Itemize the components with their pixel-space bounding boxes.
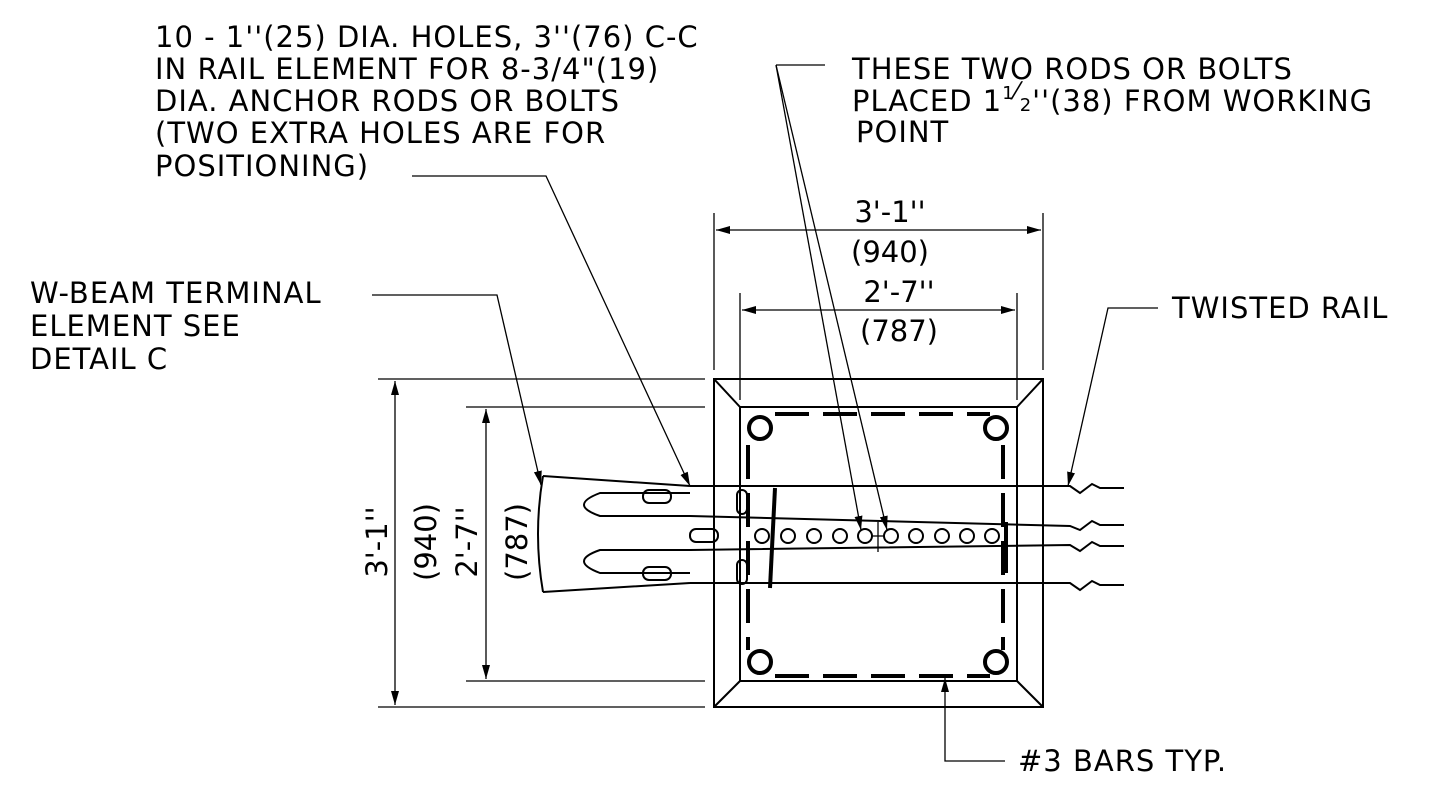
leader-line — [941, 678, 1005, 762]
callout-holes-line5: POSITIONING) — [155, 149, 369, 183]
callout-terminal: W-BEAM TERMINAL ELEMENT SEE DETAIL C — [30, 276, 542, 486]
terminal-upper-fold — [583, 492, 690, 517]
outer-edge — [713, 378, 1044, 708]
fraction-numerator: 1 — [1002, 83, 1014, 104]
callout-terminal-line3: DETAIL C — [30, 342, 168, 376]
plate-edge — [768, 487, 777, 589]
leader-line — [775, 64, 888, 531]
reinforcing-bars — [746, 412, 1009, 678]
callout-holes-line3: DIA. ANCHOR RODS OR BOLTS — [155, 84, 620, 118]
bar-hook — [747, 649, 773, 675]
callout-rods-suffix: ''(38) FROM WORKING — [1032, 84, 1373, 118]
callout-bars: #3 BARS TYP. — [941, 678, 1227, 778]
leader-line — [1067, 307, 1158, 487]
callout-rods-line3: POINT — [856, 115, 949, 149]
bar-hook — [983, 649, 1009, 675]
outer-height-label: 3'-1'' — [360, 506, 394, 577]
anchor-hole — [984, 528, 1000, 544]
inner-height-mm-label: (787) — [500, 503, 534, 581]
slot — [736, 559, 748, 585]
callout-rods-prefix: PLACED 1 — [852, 84, 1002, 118]
inner-edge — [739, 406, 1018, 682]
concrete-block — [713, 378, 1044, 708]
callout-holes-line4: (TWO EXTRA HOLES ARE FOR — [155, 116, 606, 150]
rails — [689, 482, 1124, 592]
outer-height-mm-label: (940) — [409, 503, 443, 581]
callout-holes: 10 - 1''(25) DIA. HOLES, 3''(76) C-C IN … — [155, 20, 699, 487]
slot — [642, 489, 672, 504]
leader-line — [775, 64, 863, 531]
terminal-lower-fold — [583, 549, 690, 574]
anchor-hole — [754, 528, 770, 544]
bar-hook — [747, 415, 773, 441]
outer-width-mm-label: (940) — [851, 235, 929, 269]
anchor-hole — [934, 528, 950, 544]
horizontal-dimensions: 3'-1'' (940) 2'-7'' (787) — [713, 195, 1044, 400]
outer-width-label: 3'-1'' — [854, 195, 925, 229]
slot — [642, 566, 672, 581]
rail-line — [690, 579, 1124, 592]
callout-rods-line2: PLACED 11⁄2''(38) FROM WORKING — [852, 77, 1373, 118]
chamfer-corner — [713, 680, 741, 708]
inner-height-label: 2'-7'' — [450, 506, 484, 577]
leader-line — [412, 175, 691, 487]
terminal-outline — [537, 475, 691, 593]
anchor-hole — [780, 528, 796, 544]
fraction-denominator: 2 — [1020, 95, 1032, 116]
w-beam-terminal — [537, 475, 748, 593]
anchor-hole — [857, 528, 873, 544]
anchor-hole — [806, 528, 822, 544]
rail-line — [689, 540, 1124, 553]
leader-line — [372, 294, 542, 486]
rail-line — [689, 515, 1124, 532]
inner-width-label: 2'-7'' — [863, 275, 934, 309]
rail-line — [690, 482, 1124, 495]
callout-rods-line1: THESE TWO RODS OR BOLTS — [851, 52, 1293, 86]
callout-holes-line2: IN RAIL ELEMENT FOR 8-3/4"(19) — [155, 52, 659, 86]
callout-terminal-line2: ELEMENT SEE — [30, 309, 241, 343]
callout-twisted-rail-label: TWISTED RAIL — [1171, 291, 1388, 325]
chamfer-corner — [713, 378, 741, 408]
slot — [736, 489, 748, 515]
callout-terminal-line1: W-BEAM TERMINAL — [30, 276, 322, 310]
chamfer-corner — [1016, 680, 1044, 708]
callout-holes-line1: 10 - 1''(25) DIA. HOLES, 3''(76) C-C — [155, 20, 699, 54]
anchor-hole — [832, 528, 848, 544]
anchor-holes — [754, 522, 1000, 552]
bar-hook — [983, 415, 1009, 441]
anchor-hole — [959, 528, 975, 544]
vertical-dimensions: 3'-1'' (940) 2'-7'' (787) — [360, 378, 705, 708]
chamfer-corner — [1016, 378, 1044, 408]
anchor-hole — [883, 528, 899, 544]
callout-twisted-rail: TWISTED RAIL — [1067, 291, 1388, 487]
anchor-hole — [908, 528, 924, 544]
callout-bars-label: #3 BARS TYP. — [1018, 744, 1227, 778]
slot — [689, 528, 719, 543]
callout-rods: THESE TWO RODS OR BOLTS PLACED 11⁄2''(38… — [775, 52, 1373, 531]
inner-width-mm-label: (787) — [860, 314, 938, 348]
